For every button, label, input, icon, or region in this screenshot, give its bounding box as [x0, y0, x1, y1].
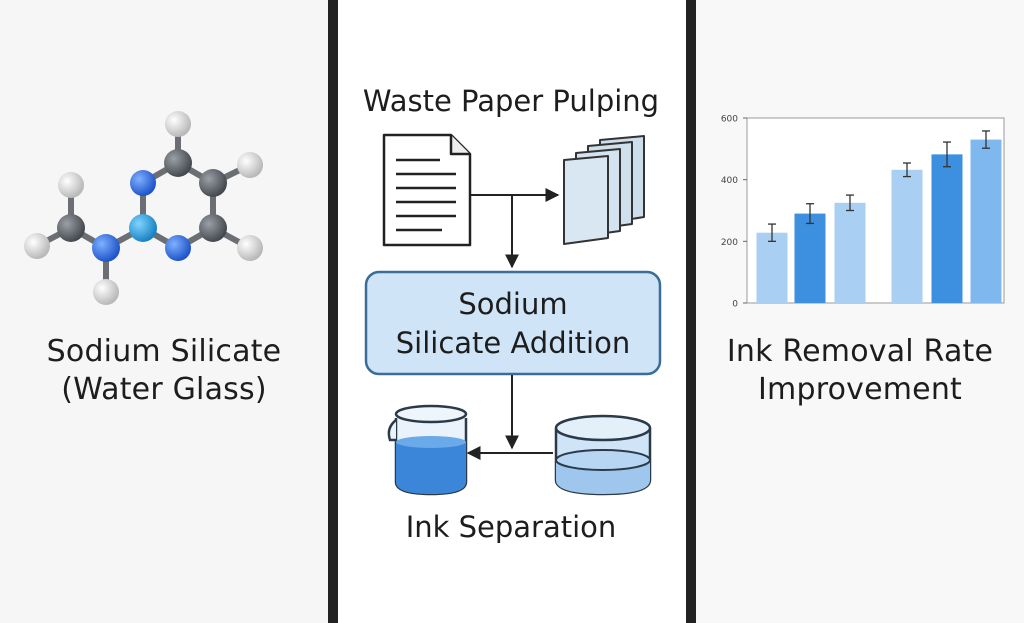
caption-line-1: Sodium Silicate	[46, 334, 282, 369]
process-flow-diagram: Waste Paper Pulping Sodium	[363, 84, 662, 544]
bar	[970, 139, 1002, 303]
atom-hydrogen	[58, 172, 84, 198]
caption-line-2: Improvement	[757, 372, 962, 407]
y-tick-label: 200	[721, 238, 738, 248]
molecule-bonds	[34, 121, 253, 295]
middle-panel: Waste Paper Pulping Sodium	[338, 0, 684, 623]
bar	[834, 202, 866, 303]
bar	[931, 154, 963, 303]
divider-right	[686, 0, 696, 623]
bar-chart: 0 200 400 600	[721, 115, 1005, 310]
beaker-icon	[387, 404, 468, 496]
atom-hydrogen	[237, 152, 263, 178]
atom-silicon	[129, 214, 157, 242]
right-panel: 0 200 400 600 Ink Removal Rate Improvement	[696, 0, 1024, 623]
bar	[756, 232, 788, 303]
left-caption: Sodium Silicate (Water Glass)	[0, 333, 328, 409]
caption-line-2: (Water Glass)	[61, 372, 267, 407]
caption-line-1: Ink Removal Rate	[726, 334, 994, 369]
molecule-atoms	[24, 111, 263, 305]
atom-nitrogen	[92, 234, 120, 262]
atom-hydrogen	[93, 279, 119, 305]
molecule-ball-and-stick-icon	[24, 111, 263, 305]
bar	[794, 213, 826, 303]
y-tick-label: 400	[721, 176, 738, 186]
silicate-box-line-1: Sodium	[458, 287, 567, 321]
atom-hydrogen	[24, 233, 50, 259]
silicate-box-line-2: Silicate Addition	[396, 326, 630, 360]
atom-nitrogen	[165, 235, 191, 261]
step-ink-separation: Ink Separation	[406, 510, 617, 544]
dish-icon	[554, 414, 652, 496]
bar	[891, 169, 923, 303]
y-tick-label: 0	[732, 300, 738, 310]
atom-carbon	[57, 214, 85, 242]
atom-carbon	[199, 169, 227, 197]
silicate-addition-box	[364, 270, 662, 376]
divider-left	[328, 0, 338, 623]
paper-stack-icon	[563, 135, 645, 245]
step-waste-paper-pulping: Waste Paper Pulping	[363, 84, 659, 118]
atom-hydrogen	[165, 111, 191, 137]
atom-nitrogen	[130, 170, 156, 196]
atom-carbon	[164, 149, 192, 177]
atom-hydrogen	[237, 235, 263, 261]
left-panel: Sodium Silicate (Water Glass)	[0, 0, 328, 623]
document-icon	[382, 133, 472, 247]
right-caption: Ink Removal Rate Improvement	[696, 333, 1024, 409]
y-tick-label: 600	[721, 115, 738, 125]
atom-carbon	[199, 214, 227, 242]
